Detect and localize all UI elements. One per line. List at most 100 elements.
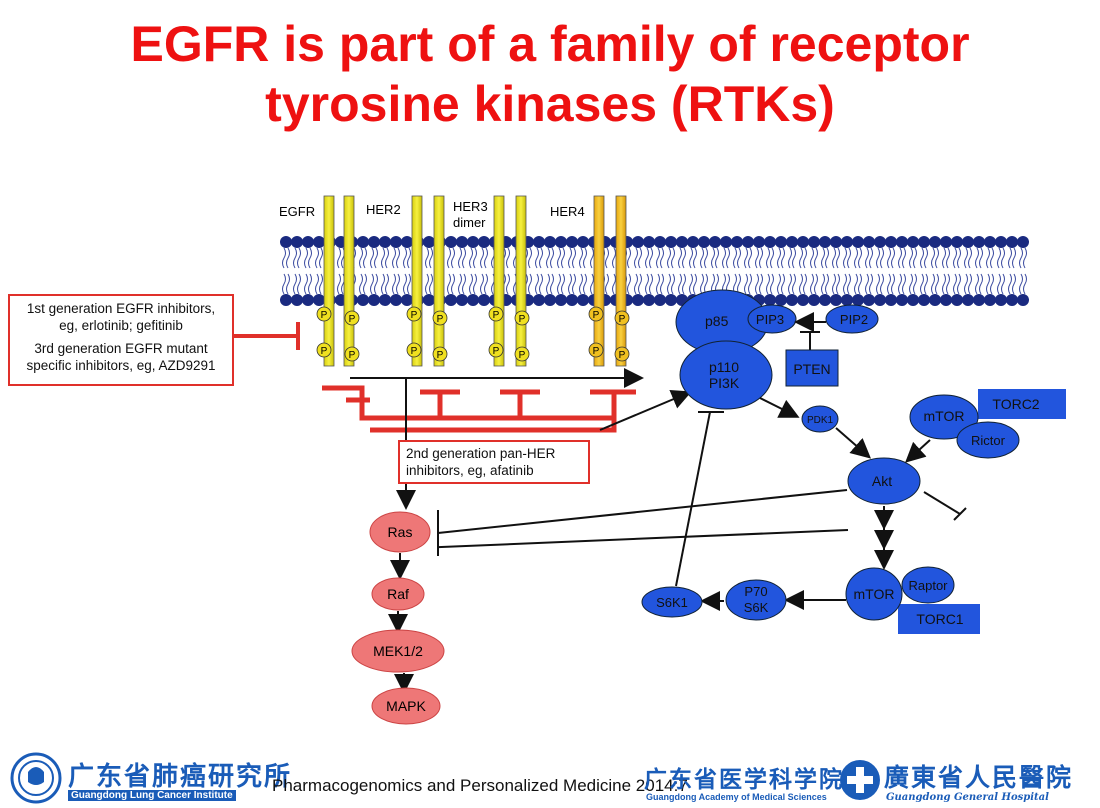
- lipid-tail: [964, 247, 968, 269]
- lipid-head: [863, 236, 875, 248]
- lipid-head: [874, 294, 886, 306]
- lipid-tail: [484, 273, 488, 295]
- lipid-tail: [814, 247, 818, 269]
- receptor-her4: [593, 195, 627, 367]
- lipid-tail: [1001, 273, 1005, 295]
- lipid-head: [852, 236, 864, 248]
- lipid-tail: [821, 273, 825, 295]
- lipid-tail: [572, 273, 576, 295]
- lipid-tail: [319, 273, 323, 295]
- lipid-tail: [392, 247, 396, 269]
- lipid-tail: [473, 247, 477, 269]
- phospho-circle: [406, 306, 422, 322]
- lipid-tail: [407, 247, 411, 269]
- lipid-head: [654, 294, 666, 306]
- phospho-label: P: [349, 350, 356, 361]
- lipid-head: [632, 236, 644, 248]
- lipid-tail: [942, 273, 946, 295]
- lipid-tail: [282, 247, 286, 269]
- lipid-tail: [561, 247, 565, 269]
- third-gen-line-2: specific inhibitors, eg, AZD9291: [26, 358, 216, 373]
- tag-torc1: [898, 604, 980, 634]
- lipid-head: [841, 236, 853, 248]
- lipid-tail: [396, 273, 400, 295]
- lipid-tail: [550, 273, 554, 295]
- lipid-tail: [293, 273, 297, 295]
- lipid-tail: [678, 247, 682, 269]
- label-mapk: MAPK: [386, 698, 426, 714]
- lipid-tail: [282, 273, 286, 295]
- phospho-circle: [614, 346, 630, 362]
- lipid-tail: [506, 273, 510, 295]
- lipid-tail: [1008, 273, 1012, 295]
- lipid-head: [984, 236, 996, 248]
- lipid-tail: [667, 273, 671, 295]
- lipid-tail: [660, 247, 664, 269]
- node-s6k1: [641, 586, 703, 618]
- phospho-circle: [344, 346, 360, 362]
- lipid-head: [1006, 236, 1018, 248]
- lipid-tail: [528, 273, 532, 295]
- label-s6k1: S6K1: [656, 595, 688, 610]
- lung-cancer-institute-logo-icon: [10, 752, 62, 804]
- lipid-tail: [605, 273, 609, 295]
- lipid-tail: [814, 273, 818, 295]
- lipid-tail: [792, 247, 796, 269]
- lipid-tail: [766, 247, 770, 269]
- lipid-tail: [315, 273, 319, 295]
- lipid-head: [830, 294, 842, 306]
- lipid-tail: [733, 247, 737, 269]
- lipid-head: [995, 236, 1007, 248]
- node-raf: [371, 577, 425, 611]
- lipid-head: [896, 236, 908, 248]
- pan-her-inhibition-bars: [322, 385, 636, 433]
- lipid-head: [918, 236, 930, 248]
- lipid-head: [676, 236, 688, 248]
- second-gen-line-1: 2nd generation pan-HER: [406, 446, 556, 461]
- logo-left-chinese: 广东省肺癌研究所: [68, 762, 293, 792]
- phospho-label: P: [519, 350, 526, 361]
- lipid-tail: [986, 247, 990, 269]
- lipid-head: [456, 236, 468, 248]
- lipid-head: [731, 236, 743, 248]
- phospho-label: P: [437, 314, 444, 325]
- lipid-tail: [755, 247, 759, 269]
- lipid-head: [863, 294, 875, 306]
- phospho-label: P: [593, 346, 600, 357]
- label-rictor: Rictor: [971, 433, 1006, 448]
- tag-torc2: [978, 389, 1066, 419]
- lipid-tail: [682, 273, 686, 295]
- lipid-tail: [689, 273, 693, 295]
- lipid-head: [1006, 294, 1018, 306]
- lipid-tail: [539, 247, 543, 269]
- lipid-head: [643, 236, 655, 248]
- lipid-head: [478, 236, 490, 248]
- phospho-circle: [588, 342, 604, 358]
- label-raptor: Raptor: [908, 578, 948, 593]
- lipid-head: [357, 236, 369, 248]
- lipid-tail: [880, 273, 884, 295]
- lipid-tail: [689, 247, 693, 269]
- receptor-her2: [411, 195, 445, 367]
- lipid-tail: [836, 273, 840, 295]
- lipid-tail: [374, 247, 378, 269]
- lipid-tail: [832, 247, 836, 269]
- lipid-tail: [370, 247, 374, 269]
- phospho-circle: [344, 310, 360, 326]
- lipid-tail: [777, 273, 781, 295]
- lipid-tail: [887, 273, 891, 295]
- lipid-tail: [957, 247, 961, 269]
- lipid-tail: [920, 247, 924, 269]
- lipid-tail: [997, 273, 1001, 295]
- lipid-head: [775, 236, 787, 248]
- lipid-tail: [425, 273, 429, 295]
- lipid-tail: [583, 247, 587, 269]
- lipid-tail: [898, 273, 902, 295]
- lipid-tail: [887, 247, 891, 269]
- lipid-tail: [876, 247, 880, 269]
- lipid-tail: [649, 273, 653, 295]
- lipid-tail: [484, 247, 488, 269]
- lipid-head: [280, 294, 292, 306]
- lipid-head: [566, 236, 578, 248]
